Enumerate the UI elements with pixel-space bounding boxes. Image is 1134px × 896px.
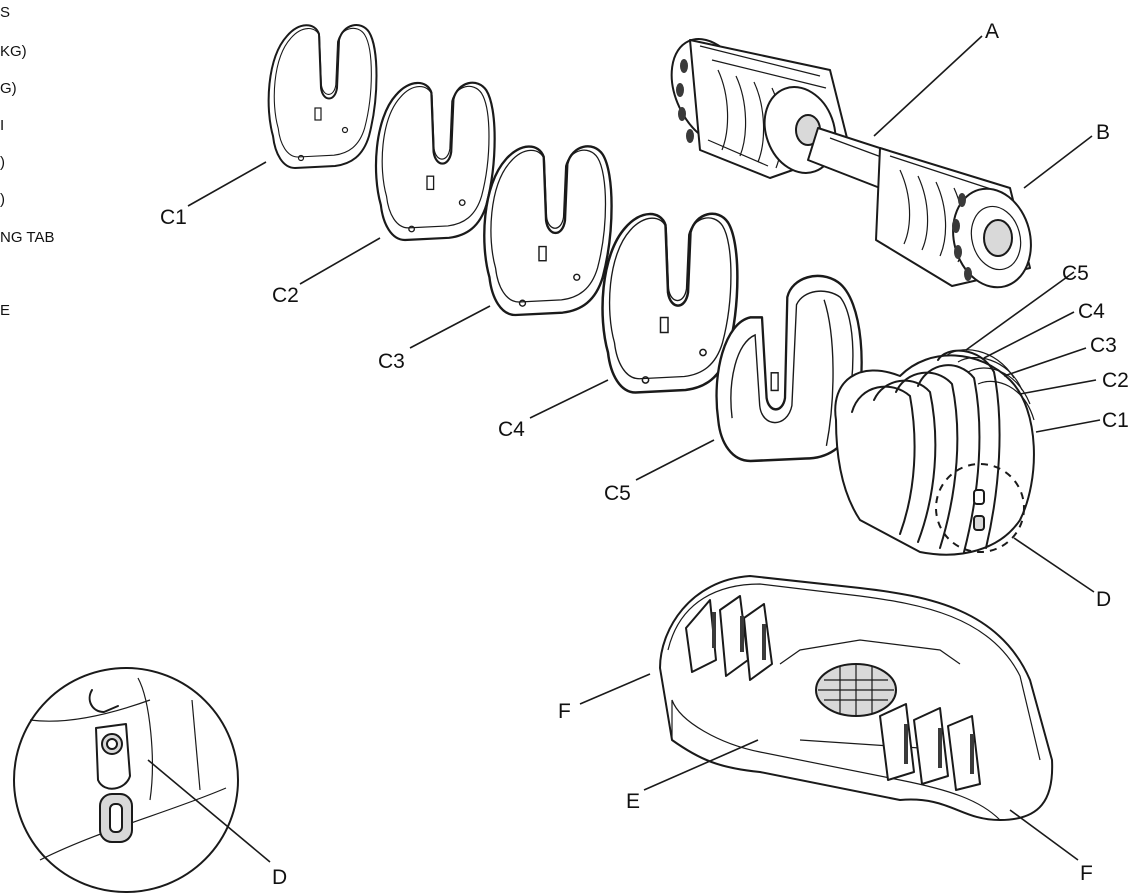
detail-marker-d <box>935 463 1025 553</box>
callout-c1-stack: C1 <box>1102 409 1129 432</box>
plate-c4 <box>601 212 739 394</box>
cradle-base <box>659 575 1054 821</box>
leader-lines <box>147 35 1101 863</box>
callout-c2-stack: C2 <box>1102 369 1129 392</box>
legend-line: ) <box>0 154 5 171</box>
callout-e: E <box>626 790 640 813</box>
callout-b: B <box>1096 121 1110 144</box>
callout-d-inset: D <box>272 866 287 889</box>
callout-f-right: F <box>1080 862 1093 885</box>
legend-line: NG TAB <box>0 229 55 246</box>
legend-line: I <box>0 117 5 134</box>
callout-d: D <box>1096 588 1111 611</box>
plate-stack <box>834 349 1035 556</box>
handle-left-hub <box>670 38 851 179</box>
plate-c3 <box>483 145 613 317</box>
legend-line: ) <box>0 191 5 208</box>
legend-line: KG) <box>0 43 27 60</box>
callout-c3: C3 <box>378 350 405 373</box>
callout-c5-stack: C5 <box>1062 262 1089 285</box>
callout-c1: C1 <box>160 206 187 229</box>
callout-a: A <box>985 20 999 43</box>
detail-inset-d <box>13 667 239 893</box>
callout-f-left: F <box>558 700 571 723</box>
plate-c5 <box>715 274 863 463</box>
handle-right-hub <box>875 147 1032 289</box>
plate-c1 <box>267 24 378 169</box>
legend-line: S <box>0 4 11 21</box>
callout-c5: C5 <box>604 482 631 505</box>
dumbbell-handle <box>670 38 1032 289</box>
legend-line: G) <box>0 80 17 97</box>
plate-c2 <box>374 81 496 242</box>
callout-c2: C2 <box>272 284 299 307</box>
legend-line: E <box>0 302 11 319</box>
callout-c4: C4 <box>498 418 525 441</box>
callout-c4-stack: C4 <box>1078 300 1105 323</box>
callout-c3-stack: C3 <box>1090 334 1117 357</box>
